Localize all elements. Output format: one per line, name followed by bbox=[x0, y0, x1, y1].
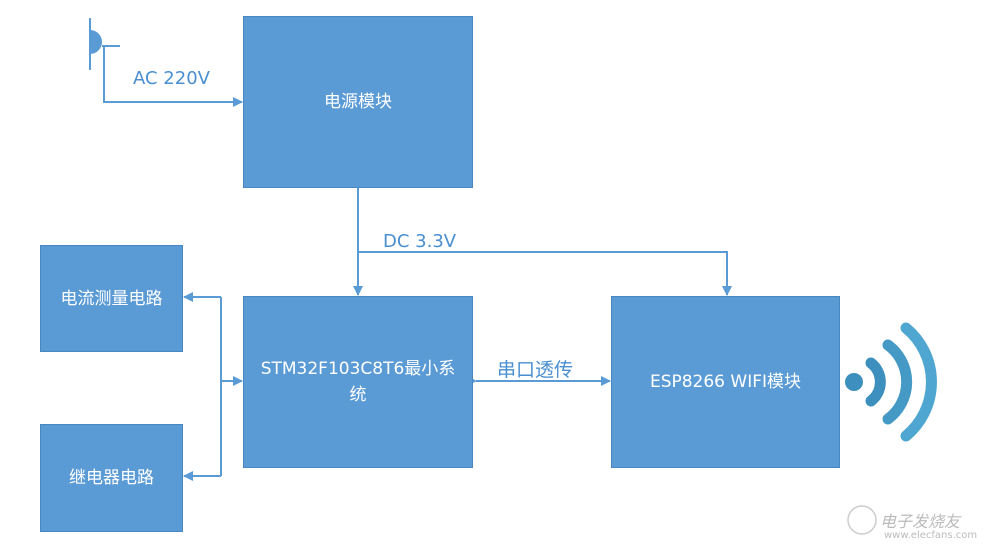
watermark-url: www.elecfans.com bbox=[884, 530, 978, 541]
watermark-logo-icon bbox=[847, 505, 877, 535]
ac-line bbox=[103, 46, 243, 107]
wifi-module-label: ESP8266 WIFI模块 bbox=[649, 372, 802, 392]
wifi-module-box: ESP8266 WIFI模块 bbox=[611, 296, 840, 468]
uart-label: 串口透传 bbox=[497, 359, 574, 381]
wifi-signal-icon bbox=[845, 322, 937, 442]
mcu-box: STM32F103C8T6最小系统 bbox=[243, 296, 473, 468]
power-module-box: 电源模块 bbox=[243, 16, 473, 188]
current-measure-label: 电流测量电路 bbox=[60, 288, 163, 309]
watermark-name: 电子发烧友 bbox=[880, 512, 961, 531]
relay-box: 继电器电路 bbox=[40, 424, 183, 532]
mcu-label: STM32F103C8T6最小系统 bbox=[260, 359, 456, 405]
power-module-label: 电源模块 bbox=[324, 92, 392, 112]
plug-icon bbox=[89, 18, 120, 70]
dc-line bbox=[358, 251, 732, 296]
dc-label: DC 3.3V bbox=[383, 231, 457, 252]
relay-label: 继电器电路 bbox=[69, 468, 154, 488]
current-measure-box: 电流测量电路 bbox=[40, 245, 183, 352]
ac-label: AC 220V bbox=[133, 68, 210, 89]
